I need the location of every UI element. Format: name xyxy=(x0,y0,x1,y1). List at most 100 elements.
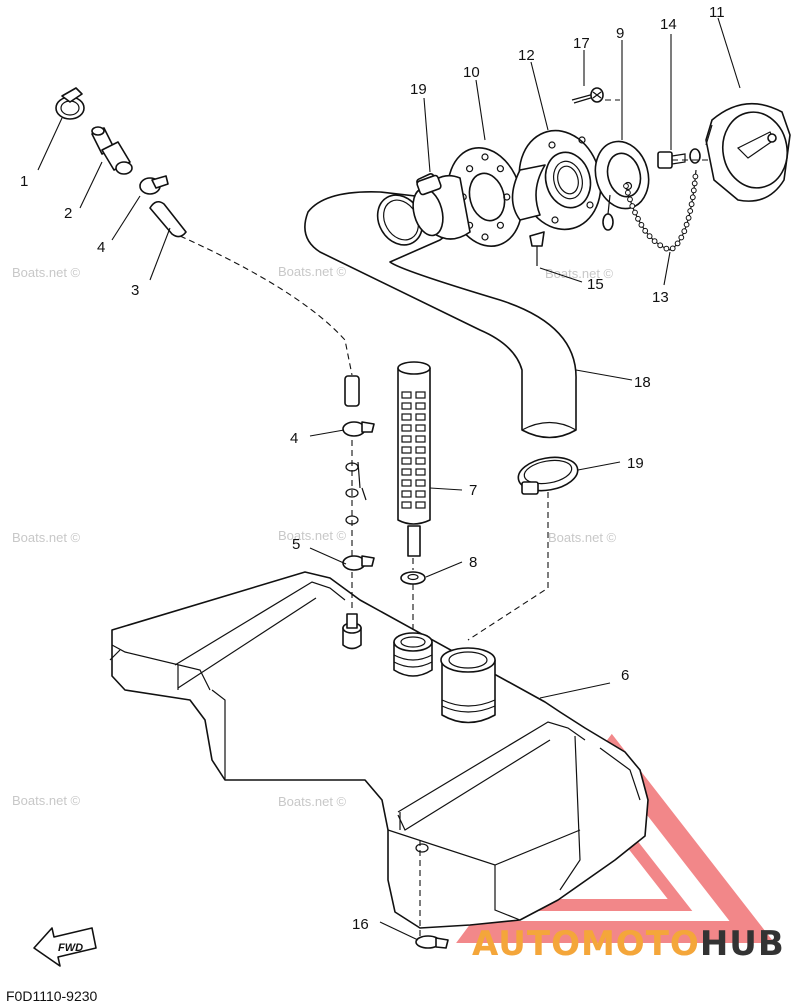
filter-slot xyxy=(415,490,426,498)
gasket-hole xyxy=(503,193,511,201)
gasket-hole xyxy=(466,165,474,173)
washer xyxy=(400,571,426,585)
chain-link xyxy=(629,203,636,209)
watermark: Boats.net © xyxy=(548,530,617,545)
filter-slot xyxy=(415,391,426,399)
tank-neck-small xyxy=(393,632,433,677)
hose-clip-4-upper xyxy=(139,175,169,195)
filler-neck-tube xyxy=(412,174,471,240)
watermark: Boats.net © xyxy=(12,793,81,808)
part-label-18: 18 xyxy=(634,374,651,391)
chain-link xyxy=(685,215,692,221)
gasket-hole xyxy=(496,165,504,173)
fuel-joint xyxy=(91,126,133,175)
chain-link xyxy=(646,233,653,240)
bolt xyxy=(657,148,701,169)
part-label-4: 4 xyxy=(97,239,105,256)
filler-neck-flange xyxy=(511,129,602,231)
filter-slot xyxy=(401,490,412,498)
tank-neck-large xyxy=(440,647,496,724)
filter-slot xyxy=(401,391,412,399)
cap-chain xyxy=(602,169,699,252)
fuel-cap xyxy=(705,102,791,202)
hose-clamp-screw xyxy=(416,174,442,196)
chain-link xyxy=(651,238,658,245)
brand-part-2: HUB xyxy=(700,924,785,964)
part-label-14: 14 xyxy=(660,16,677,33)
chain-link xyxy=(632,209,638,216)
chain-link xyxy=(642,227,649,234)
forward-direction-arrow: FWD xyxy=(33,927,97,967)
chain-link xyxy=(657,242,664,249)
chain-link xyxy=(623,183,629,189)
watermark: Boats.net © xyxy=(278,528,347,543)
part-label-12: 12 xyxy=(518,47,535,64)
part-label-11: 11 xyxy=(709,4,725,21)
rivet xyxy=(529,231,545,266)
hose-section xyxy=(345,440,367,560)
chain-link xyxy=(625,189,631,196)
chain-link xyxy=(678,234,685,241)
chain-link xyxy=(690,187,697,194)
chain-link xyxy=(627,196,633,203)
chain-link xyxy=(663,245,670,252)
filter-slot xyxy=(401,413,412,421)
part-label-17: 17 xyxy=(573,35,590,52)
watermark: Boats.net © xyxy=(545,266,614,281)
chain-link xyxy=(691,180,698,187)
fuel-tank xyxy=(109,571,649,929)
part-label-16: 16 xyxy=(352,916,369,933)
chain-link xyxy=(687,208,694,214)
drain-clip xyxy=(415,843,449,949)
filter-slot xyxy=(415,424,426,432)
figure-code: F0D1110-9230 xyxy=(6,988,98,1004)
part-number-labels: 1 2 3 4 4 5 6 7 8 9 10 11 12 13 14 15 16… xyxy=(20,4,725,933)
chain-link xyxy=(669,245,676,252)
part-label-10: 10 xyxy=(463,64,480,81)
filter-slot xyxy=(415,501,426,509)
filter-slot xyxy=(401,501,412,509)
watermark: Boats.net © xyxy=(278,264,347,279)
part-label-5: 5 xyxy=(292,536,300,553)
chain-link xyxy=(692,173,699,180)
part-label-9: 9 xyxy=(616,25,624,42)
filter-slot xyxy=(401,446,412,454)
hose-clip-4-lower xyxy=(342,421,375,437)
filter-slot xyxy=(415,479,426,487)
leader-lines xyxy=(37,17,741,941)
assembly-guides xyxy=(412,99,712,940)
filter-slot xyxy=(401,457,412,465)
part-label-7: 7 xyxy=(469,482,477,499)
filter-slot xyxy=(415,435,426,443)
chain-link xyxy=(689,194,696,201)
filter-slot xyxy=(401,424,412,432)
brand-part-1: AUTOMOTO xyxy=(472,924,700,964)
watermark: Boats.net © xyxy=(12,530,81,545)
part-label-13: 13 xyxy=(652,289,669,306)
tank-vent-nipple xyxy=(342,613,362,650)
watermark: Boats.net © xyxy=(278,794,347,809)
filter-slot xyxy=(415,457,426,465)
chain-link xyxy=(635,215,641,222)
part-label-1: 1 xyxy=(20,173,28,190)
part-label-19: 19 xyxy=(410,81,427,98)
brand-logo: AUTOMOTOHUB xyxy=(472,924,785,964)
chain-link xyxy=(688,201,695,208)
chain-link xyxy=(638,222,645,228)
filter-slot xyxy=(415,468,426,476)
filter-slot xyxy=(415,446,426,454)
hose-clip-1 xyxy=(55,87,85,120)
screw xyxy=(571,87,604,104)
fuel-filter xyxy=(397,361,431,557)
chain-link xyxy=(674,240,681,247)
part-label-8: 8 xyxy=(469,554,477,571)
gasket-hole xyxy=(481,153,489,161)
chain-link xyxy=(681,228,688,235)
gasket-hole xyxy=(496,221,504,229)
fuel-hose xyxy=(149,200,360,407)
watermark: Boats.net © xyxy=(12,265,81,280)
filter-slot xyxy=(401,435,412,443)
filter-slot xyxy=(415,402,426,410)
